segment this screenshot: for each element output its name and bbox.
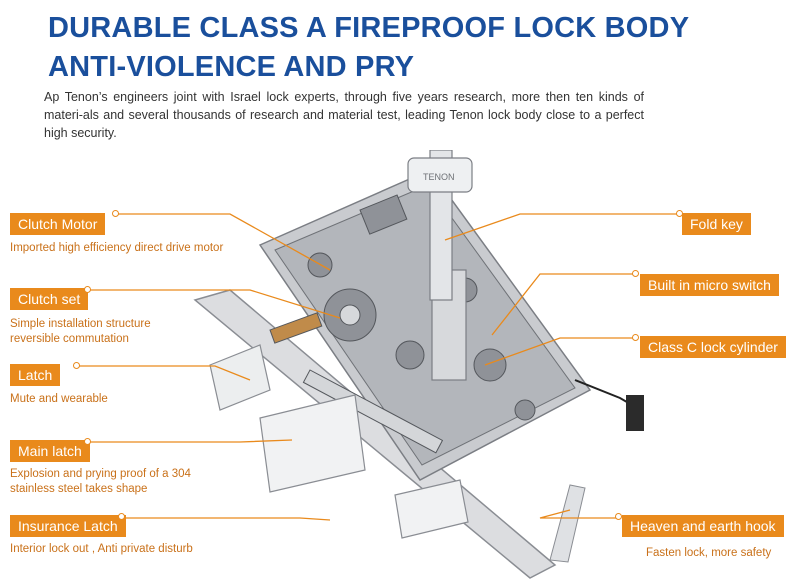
tag-dot-icon: [676, 210, 683, 217]
tag-main-latch: Main latch: [10, 440, 90, 462]
desc-latch: Mute and wearable: [10, 393, 108, 405]
lock-body-illustration: TENON: [190, 150, 644, 580]
tag-heaven-earth-hook-label: Heaven and earth hook: [630, 518, 776, 534]
tag-clutch-set-label: Clutch set: [18, 291, 81, 307]
tag-insurance-latch: Insurance Latch: [10, 515, 126, 537]
intro-paragraph: Ap Tenon’s engineers joint with Israel l…: [44, 90, 644, 140]
tag-dot-icon: [112, 210, 119, 217]
tag-main-latch-label: Main latch: [18, 443, 82, 459]
page-title-line-2: ANTI-VIOLENCE AND PRY: [48, 51, 415, 83]
tag-micro-switch: Built in micro switch: [640, 274, 779, 296]
key-brand-text: TENON: [423, 172, 455, 182]
page-title-line-1: DURABLE CLASS A FIREPROOF LOCK BODY: [48, 12, 690, 44]
desc-insurance-latch: Interior lock out , Anti private disturb: [10, 543, 193, 555]
tag-dot-icon: [73, 362, 80, 369]
desc-clutch-set: Simple installation structure reversible…: [10, 318, 151, 345]
tag-lock-cylinder: Class C lock cylinder: [640, 336, 786, 358]
tag-dot-icon: [632, 270, 639, 277]
tag-clutch-motor: Clutch Motor: [10, 213, 106, 235]
tag-fold-key: Fold key: [682, 213, 751, 235]
tag-lock-cylinder-label: Class C lock cylinder: [648, 339, 778, 355]
tag-dot-icon: [84, 286, 91, 293]
tag-fold-key-label: Fold key: [690, 216, 743, 232]
tag-dot-icon: [632, 334, 639, 341]
tag-insurance-latch-label: Insurance Latch: [18, 518, 118, 534]
desc-heaven-earth-hook: Fasten lock, more safety: [646, 547, 772, 559]
tag-micro-switch-label: Built in micro switch: [648, 277, 771, 293]
tag-latch-label: Latch: [18, 367, 53, 383]
tag-heaven-earth-hook: Heaven and earth hook: [622, 515, 784, 537]
desc-clutch-motor: Imported high efficiency direct drive mo…: [10, 242, 224, 254]
tag-dot-icon: [84, 438, 91, 445]
tag-clutch-motor-label: Clutch Motor: [18, 216, 98, 232]
tag-latch: Latch: [10, 364, 61, 386]
desc-main-latch: Explosion and prying proof of a 304 stai…: [10, 468, 191, 495]
tag-dot-icon: [118, 513, 125, 520]
tag-dot-icon: [615, 513, 622, 520]
tag-clutch-set: Clutch set: [10, 288, 89, 310]
